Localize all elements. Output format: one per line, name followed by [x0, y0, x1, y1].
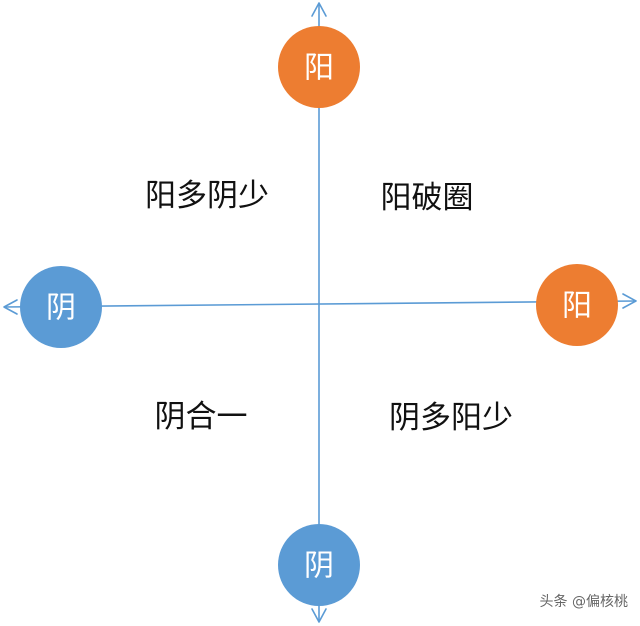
arrow-down-icon — [311, 608, 327, 623]
quadrant-bottom-left-label: 阴合一 — [155, 399, 248, 435]
node-left: 阴 — [20, 266, 102, 348]
node-right-circle — [536, 264, 618, 346]
horizontal-axis — [3, 300, 637, 308]
arrow-right-icon — [622, 293, 637, 309]
node-right-label: 阳 — [562, 289, 592, 324]
quadrant-top-left-label: 阳多阴少 — [145, 178, 269, 214]
node-bottom-label: 阴 — [304, 549, 334, 584]
node-right: 阳 — [536, 264, 618, 346]
node-top-label: 阳 — [304, 51, 334, 86]
node-left-label: 阴 — [46, 291, 76, 326]
watermark: 头条 @偏核桃 — [540, 593, 628, 610]
node-left-circle — [20, 266, 102, 348]
node-bottom-circle — [278, 524, 360, 606]
node-top-circle — [278, 26, 360, 108]
node-bottom: 阴 — [278, 524, 360, 606]
node-top: 阳 — [278, 26, 360, 108]
quadrant-bottom-right-label: 阴多阳少 — [389, 400, 513, 436]
arrow-left-icon — [3, 299, 18, 315]
arrow-up-icon — [311, 2, 327, 17]
quadrant-top-right-label: 阳破圈 — [381, 180, 474, 216]
